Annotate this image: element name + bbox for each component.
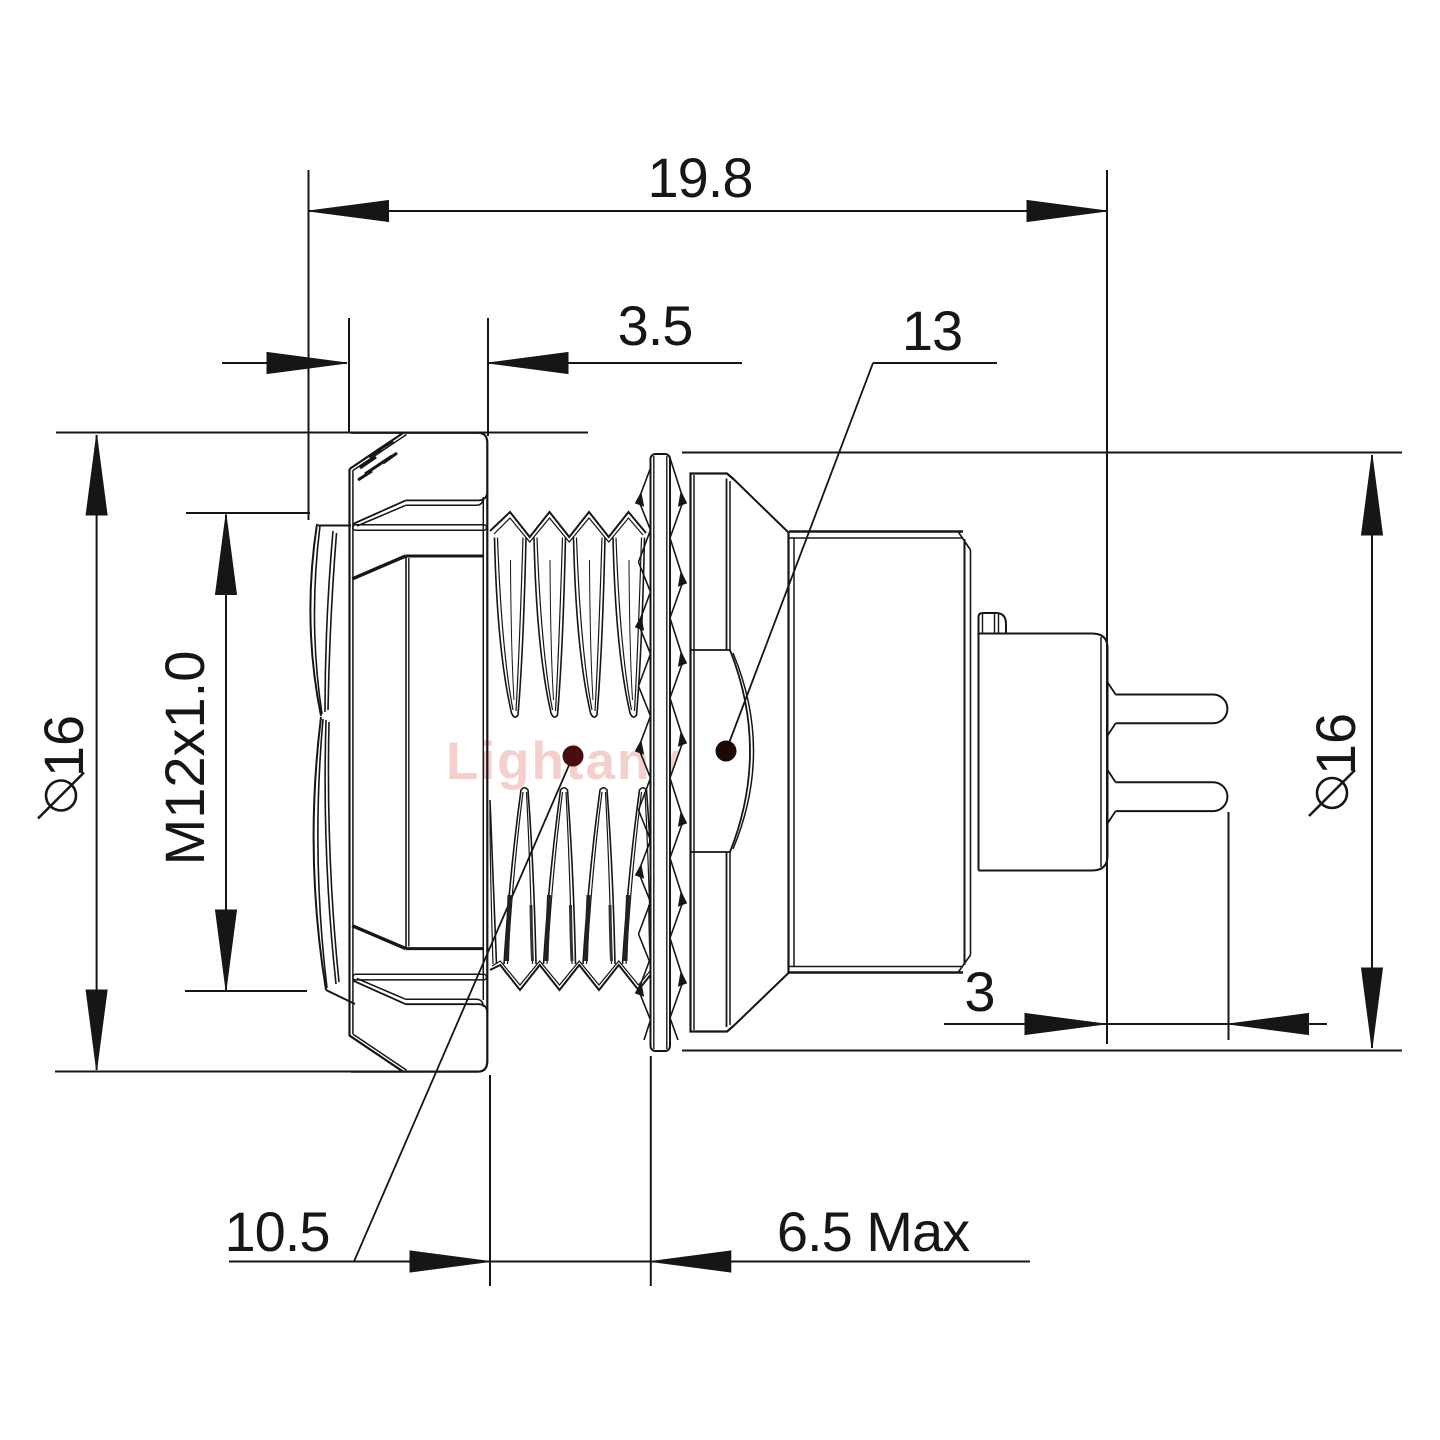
svg-text:6.5 Max: 6.5 Max	[777, 1200, 970, 1263]
svg-text:M12x1.0: M12x1.0	[153, 651, 216, 866]
svg-text:16: 16	[32, 715, 95, 777]
svg-text:16: 16	[1304, 713, 1367, 775]
svg-text:19.8: 19.8	[648, 146, 753, 209]
svg-text:3.5: 3.5	[618, 294, 693, 357]
svg-text:3: 3	[964, 960, 995, 1023]
svg-text:Lightany: Lightany	[446, 732, 683, 791]
svg-text:10.5: 10.5	[225, 1200, 330, 1263]
svg-text:13: 13	[902, 299, 962, 362]
